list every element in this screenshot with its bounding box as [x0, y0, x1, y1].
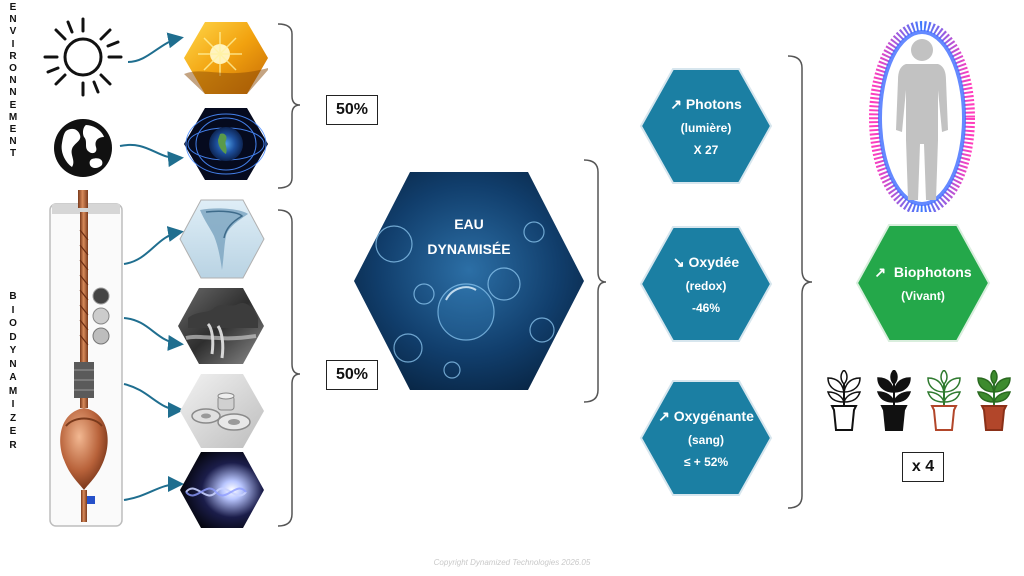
oxydee-title: Oxydée [688, 253, 740, 270]
side-letter: R [9, 50, 17, 62]
side-letter: R [9, 439, 17, 451]
oxygenante-hexagon [639, 380, 773, 496]
side-letter: B [9, 291, 17, 302]
photons-sub2: X 27 [693, 142, 719, 157]
center-line2: DYNAMISÉE [427, 241, 511, 257]
biophotons-hexagon [855, 224, 991, 342]
side-letter: D [9, 331, 17, 343]
globe-icon [54, 119, 112, 177]
side-letter: Y [9, 345, 17, 356]
photons-label: ↗ Photons (lumière) X 27 [640, 68, 772, 184]
side-letter: T [9, 148, 17, 160]
up-arrow-icon: ↗ [874, 263, 887, 280]
photons-hexagon [639, 68, 773, 184]
down-arrow-icon: ↘ [672, 253, 685, 270]
light-helix-hexagon-image [180, 452, 264, 528]
side-letter: M [8, 385, 18, 397]
photons-title: Photons [685, 95, 742, 112]
oxygenante-sub1: (sang) [688, 432, 724, 447]
oxydee-label: ↘ Oxydée (redox) -46% [640, 226, 772, 342]
side-letter: E [9, 124, 17, 136]
side-letter: A [9, 372, 17, 383]
side-letter: Z [9, 412, 17, 424]
plants-row [826, 370, 1012, 431]
copyright-text: Copyright Dynamized Technologies 2026.05 [433, 558, 591, 567]
side-letter: N [9, 14, 17, 26]
multiplier-box: x 4 [902, 452, 944, 482]
side-letter: V [9, 26, 17, 38]
side-letter: N [9, 75, 17, 87]
side-letter: E [9, 2, 17, 13]
oxygenante-label: ↗ Oxygénante (sang) ≤ + 52% [640, 380, 772, 496]
side-letter: I [11, 304, 15, 316]
side-letter: O [9, 318, 17, 329]
magnets-hexagon-image [180, 374, 264, 448]
side-letter: I [11, 399, 15, 410]
side-letter: I [11, 38, 15, 50]
stream-rocks-hexagon-image [178, 288, 264, 364]
earth-magnetic-hexagon-image [184, 108, 268, 180]
side-letter: E [9, 99, 17, 111]
biophotons-label: ↗ Biophotons (Vivant) [856, 224, 990, 342]
side-letter: N [9, 136, 17, 148]
sun-icon [43, 17, 123, 97]
up-arrow-icon: ↗ [670, 95, 682, 112]
biophotons-title: Biophotons [893, 263, 972, 280]
plant-icon [876, 370, 912, 431]
vortex-hexagon-image [179, 199, 265, 279]
environment-percentage: 50% [326, 95, 378, 125]
oxydee-sub2: -46% [691, 300, 720, 315]
center-line1: EAU [454, 216, 484, 232]
human-aura-icon [869, 21, 975, 212]
biodynamizer-device [49, 190, 123, 527]
oxygenante-sub2: ≤ + 52% [683, 454, 729, 469]
plant-icon [926, 370, 962, 431]
biodynamizer-percentage: 50% [326, 360, 378, 390]
side-letter: E [9, 426, 17, 437]
water-bubbles-hexagon-image [354, 172, 584, 390]
biophotons-sub: (Vivant) [901, 288, 945, 303]
center-label: EAU DYNAMISÉE [354, 216, 584, 257]
sun-hexagon-image [184, 22, 268, 94]
oxydee-hexagon [639, 226, 773, 342]
side-letter: N [9, 358, 17, 370]
side-letter: M [8, 111, 18, 123]
plant-icon [976, 370, 1012, 431]
plant-icon [826, 370, 862, 431]
side-letter: O [9, 63, 17, 75]
side-letter: N [9, 87, 17, 99]
oxydee-sub1: (redox) [685, 278, 727, 293]
oxygenante-title: Oxygénante [673, 407, 754, 424]
up-arrow-icon: ↗ [658, 407, 670, 424]
photons-sub1: (lumière) [680, 120, 732, 135]
